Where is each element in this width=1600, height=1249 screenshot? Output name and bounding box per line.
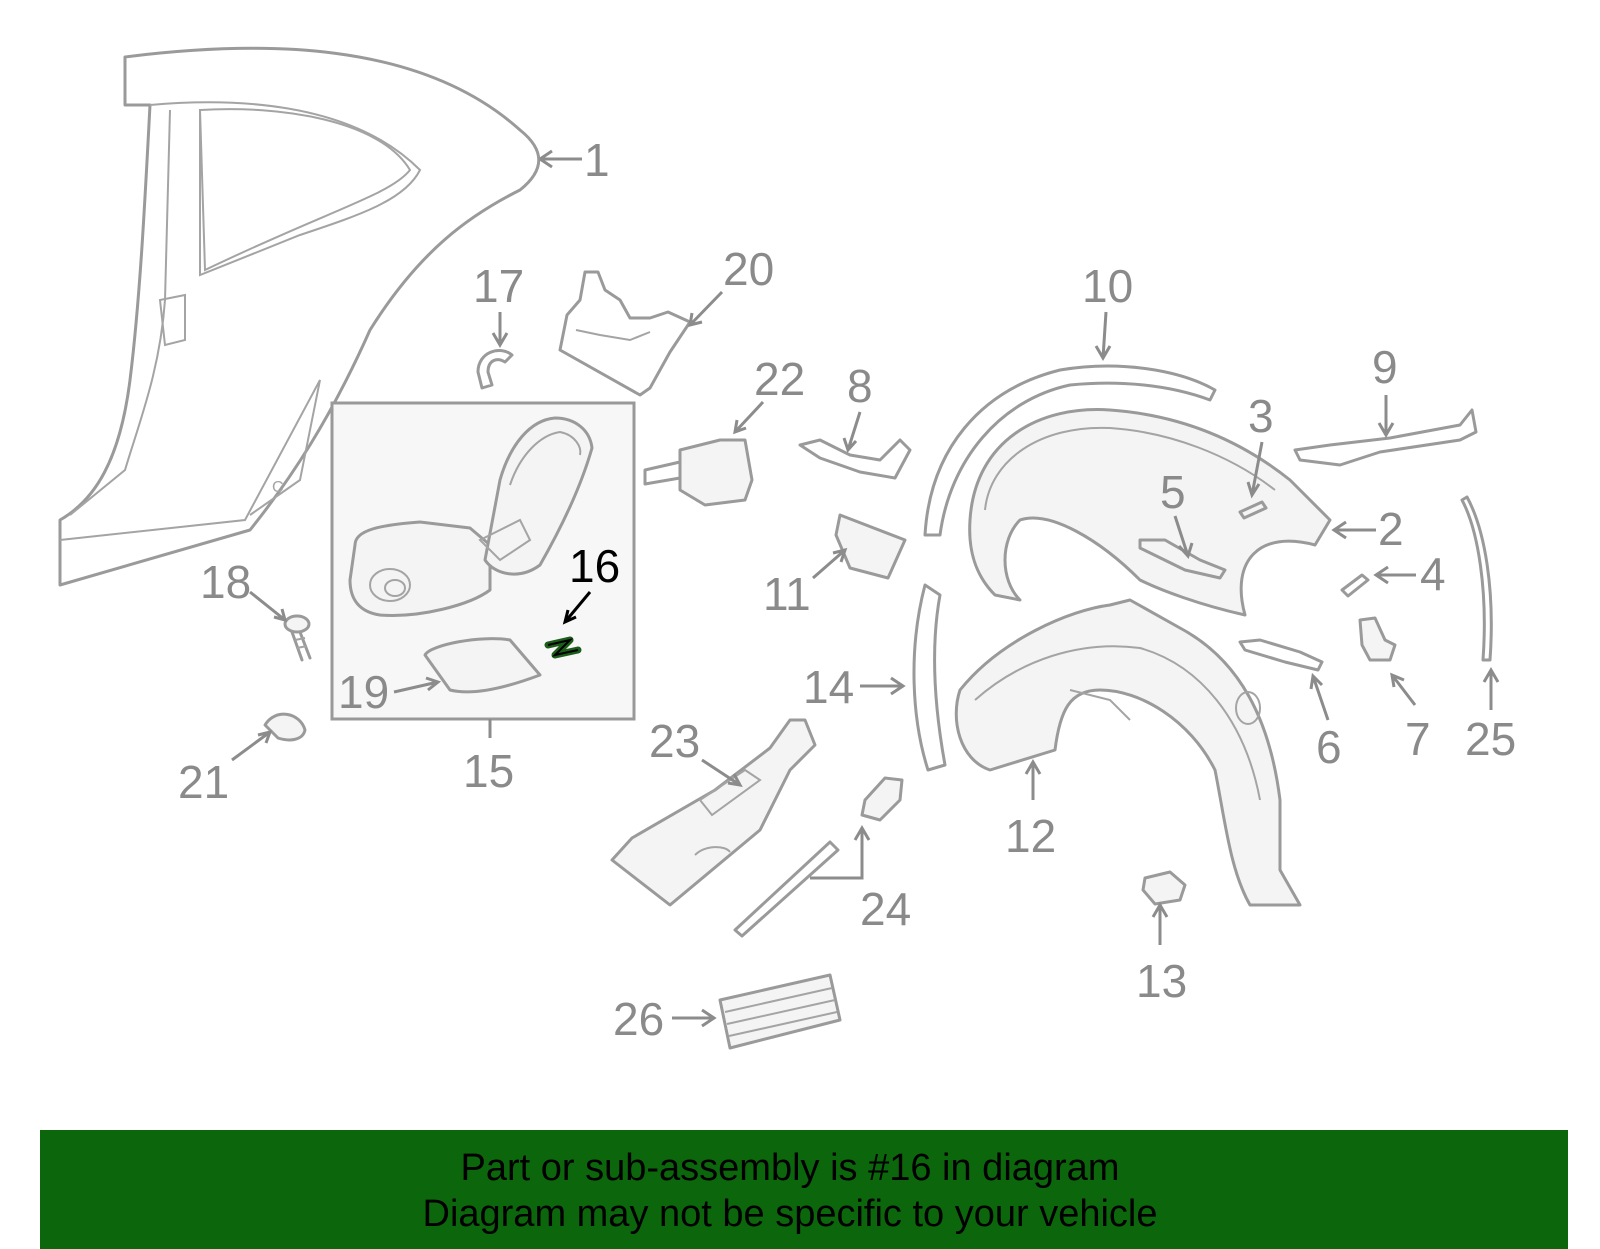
- banner-line-part: Part or sub-assembly is #16 in diagram: [460, 1147, 1120, 1189]
- callout-25: 25: [1465, 667, 1516, 765]
- svg-text:5: 5: [1160, 466, 1186, 518]
- svg-text:10: 10: [1082, 260, 1133, 312]
- svg-text:21: 21: [178, 756, 229, 808]
- svg-text:12: 12: [1005, 810, 1056, 862]
- svg-text:1: 1: [584, 134, 610, 186]
- part-6-bracket[interactable]: [1238, 638, 1324, 672]
- part-20-bracket[interactable]: [558, 270, 692, 397]
- callout-24: 24: [810, 825, 911, 935]
- svg-text:17: 17: [473, 260, 524, 312]
- svg-text:8: 8: [847, 360, 873, 412]
- svg-text:19: 19: [338, 666, 389, 718]
- part-26-vent[interactable]: [718, 973, 842, 1050]
- svg-text:9: 9: [1372, 341, 1398, 393]
- part-9-brace[interactable]: [1293, 408, 1478, 467]
- part-21-clip[interactable]: [263, 712, 307, 742]
- svg-text:18: 18: [200, 556, 251, 608]
- svg-text:16: 16: [569, 540, 620, 592]
- svg-text:20: 20: [723, 243, 774, 295]
- info-banner: Part or sub-assembly is #16 in diagram D…: [40, 1130, 1568, 1249]
- callout-2: 2: [1331, 503, 1404, 555]
- part-10-molding[interactable]: [923, 364, 1217, 537]
- callout-22: 22: [733, 353, 805, 435]
- svg-text:3: 3: [1248, 390, 1274, 442]
- part-4-clip[interactable]: [1340, 573, 1370, 598]
- part-14-seal[interactable]: [912, 583, 947, 772]
- part-1-quarter-panel[interactable]: C: [58, 46, 541, 587]
- svg-text:6: 6: [1316, 721, 1342, 773]
- callout-16: 16: [562, 540, 620, 625]
- callout-14: 14: [803, 661, 906, 713]
- callout-9: 9: [1372, 341, 1398, 438]
- svg-text:15: 15: [463, 745, 514, 797]
- part-3-clip[interactable]: [1238, 500, 1268, 520]
- callout-4: 4: [1373, 548, 1446, 600]
- callout-3: 3: [1246, 390, 1274, 499]
- part-13-nut[interactable]: [1141, 870, 1187, 906]
- part-2-wheelhouse-outer[interactable]: [968, 408, 1332, 617]
- svg-text:13: 13: [1136, 955, 1187, 1007]
- callout-6: 6: [1309, 672, 1342, 773]
- svg-text:23: 23: [649, 715, 700, 767]
- callout-15: 15: [463, 719, 514, 797]
- callout-7: 7: [1390, 672, 1431, 765]
- svg-text:C: C: [272, 479, 284, 496]
- part-23-bracket[interactable]: [610, 718, 817, 907]
- part-18-screw[interactable]: [283, 614, 312, 662]
- parts-diagram: C 1 17 20 16 1: [58, 46, 1516, 1050]
- svg-text:14: 14: [803, 661, 854, 713]
- part-25-seal[interactable]: [1460, 495, 1493, 662]
- callout-23: 23: [649, 715, 743, 787]
- svg-text:7: 7: [1405, 713, 1431, 765]
- callout-21: 21: [178, 729, 273, 808]
- part-8-hinge[interactable]: [798, 438, 912, 480]
- part-22-actuator[interactable]: [643, 438, 754, 507]
- svg-text:26: 26: [613, 993, 664, 1045]
- callout-17: 17: [473, 260, 524, 348]
- svg-text:2: 2: [1378, 503, 1404, 555]
- part-24-strut[interactable]: [733, 776, 904, 938]
- callout-8: 8: [842, 360, 873, 453]
- part-7-push-pin[interactable]: [1358, 616, 1397, 662]
- svg-text:25: 25: [1465, 713, 1516, 765]
- svg-text:22: 22: [754, 353, 805, 405]
- callout-1: 1: [539, 134, 610, 186]
- part-12-liner[interactable]: [954, 598, 1302, 907]
- part-5-bracket[interactable]: [1138, 538, 1227, 580]
- callout-10: 10: [1082, 260, 1133, 361]
- callout-13: 13: [1136, 902, 1187, 1007]
- part-15-fuel-door-assembly[interactable]: [348, 416, 594, 617]
- callout-12: 12: [1005, 759, 1056, 862]
- callout-20: 20: [688, 243, 774, 328]
- callout-11: 11: [763, 547, 848, 620]
- svg-text:24: 24: [860, 883, 911, 935]
- part-17-clip[interactable]: [476, 349, 514, 390]
- part-16-spring[interactable]: [544, 636, 582, 659]
- part-19-cap[interactable]: [423, 637, 542, 694]
- svg-text:11: 11: [763, 568, 811, 620]
- banner-line-disclaimer: Diagram may not be specific to your vehi…: [422, 1193, 1158, 1235]
- svg-text:4: 4: [1420, 548, 1446, 600]
- callout-5: 5: [1160, 466, 1194, 559]
- part-11-pad[interactable]: [834, 513, 907, 580]
- callout-26: 26: [613, 993, 717, 1045]
- callout-19: 19: [338, 666, 442, 718]
- callout-18: 18: [200, 556, 288, 623]
